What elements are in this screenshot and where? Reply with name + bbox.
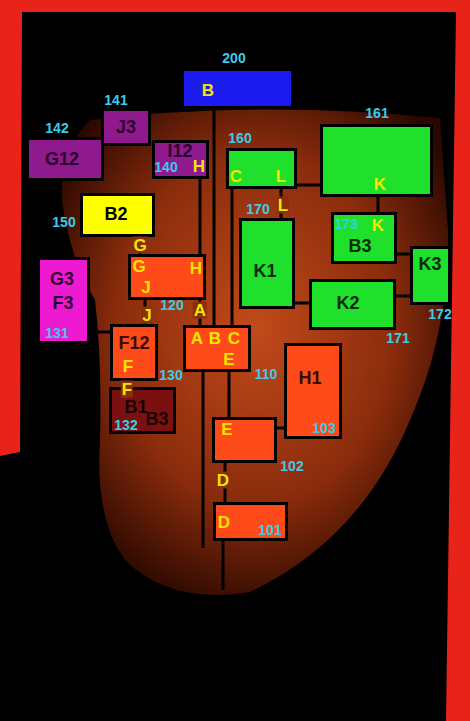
wire [280,189,283,219]
wire [231,189,234,326]
wire [144,300,147,325]
organ-outline [62,109,448,594]
callout-number: 170 [246,202,269,216]
orange-box: H1 [284,343,342,439]
box-label: G12 [45,150,79,168]
callout-number: 161 [365,106,388,120]
wire-letter: E [221,421,232,438]
wire-letter: K [374,176,386,193]
wire [199,300,202,326]
callout-number: 110 [255,367,278,381]
orange-box: ABCE [183,325,251,372]
black-ground [0,12,456,721]
wire [202,371,205,548]
box-label: K3 [418,255,441,273]
wire-letter: H [193,158,205,175]
wire [295,302,309,305]
wire-letter: L [277,197,289,214]
wire-letter: C [230,168,242,185]
green-box: KB3 [331,212,397,264]
green-box: K2 [309,279,396,330]
green-box: K [320,124,433,197]
yellow-box: B2 [80,193,155,237]
purple-box: I12H [152,140,209,179]
wire-letter: C [228,330,240,347]
callout-number: 171 [386,331,409,345]
wire-letter: D [216,472,230,489]
box-label: K1 [253,262,276,280]
wire [90,331,110,334]
wire-letter: G [132,237,147,254]
wire [224,463,227,502]
orange-box: G H J [128,254,206,300]
orange-box: F12F [110,324,158,381]
box-label: F12 [118,334,149,352]
orange-box: E [212,417,277,463]
callout-number: 160 [228,131,251,145]
wire-letter: B [202,82,214,99]
wire-letter: J [141,279,150,296]
purple-box: J3 [101,108,151,146]
blue-box: B [181,68,294,109]
wire [297,184,320,187]
magenta-box: G3F3 [37,257,90,344]
wire [228,372,231,418]
orange-box: D [213,502,288,541]
box-label: F3 [52,294,73,312]
box-label: H1 [298,369,321,387]
green-box: K3 [410,246,451,305]
wire-letter: K [372,217,384,234]
box-label: I12 [167,142,192,160]
wire [277,427,284,430]
callout-number: 130 [159,368,182,382]
wire-letter: D [218,514,230,531]
wire [222,541,225,590]
wire-letter: E [223,351,234,368]
wire-letter: F [123,358,133,375]
wire-letter: B [209,330,221,347]
wire-letter: G [132,258,145,275]
box-label: G3 [50,270,74,288]
wire [213,109,216,325]
wire-letter: L [276,168,286,185]
callout-number: 172 [428,307,451,321]
callout-number: 141 [104,93,127,107]
box-label: J3 [116,118,136,136]
wire-letter: A [193,302,207,319]
callout-number: 120 [160,298,183,312]
wire [139,237,142,254]
callout-number: 150 [52,215,75,229]
green-box: K1 [239,218,295,309]
wire-letter: H [190,260,202,277]
box-label: K2 [336,294,359,312]
callout-number: 102 [280,459,303,473]
box-label: B1 [124,398,147,416]
wire-letter: A [191,330,203,347]
box-label: B3 [145,410,168,428]
callout-number: 200 [222,51,245,65]
wire [199,179,202,255]
box-label: B2 [104,205,127,223]
dark-red-box: B1B3 [109,387,176,434]
wire [396,295,410,298]
box-label: B3 [348,237,371,255]
wire [377,197,380,213]
purple-box: G12 [26,137,104,181]
wire [397,253,410,256]
wire-letter: J [141,307,152,324]
callout-number: 142 [45,121,68,135]
green-box: CL [226,148,297,189]
